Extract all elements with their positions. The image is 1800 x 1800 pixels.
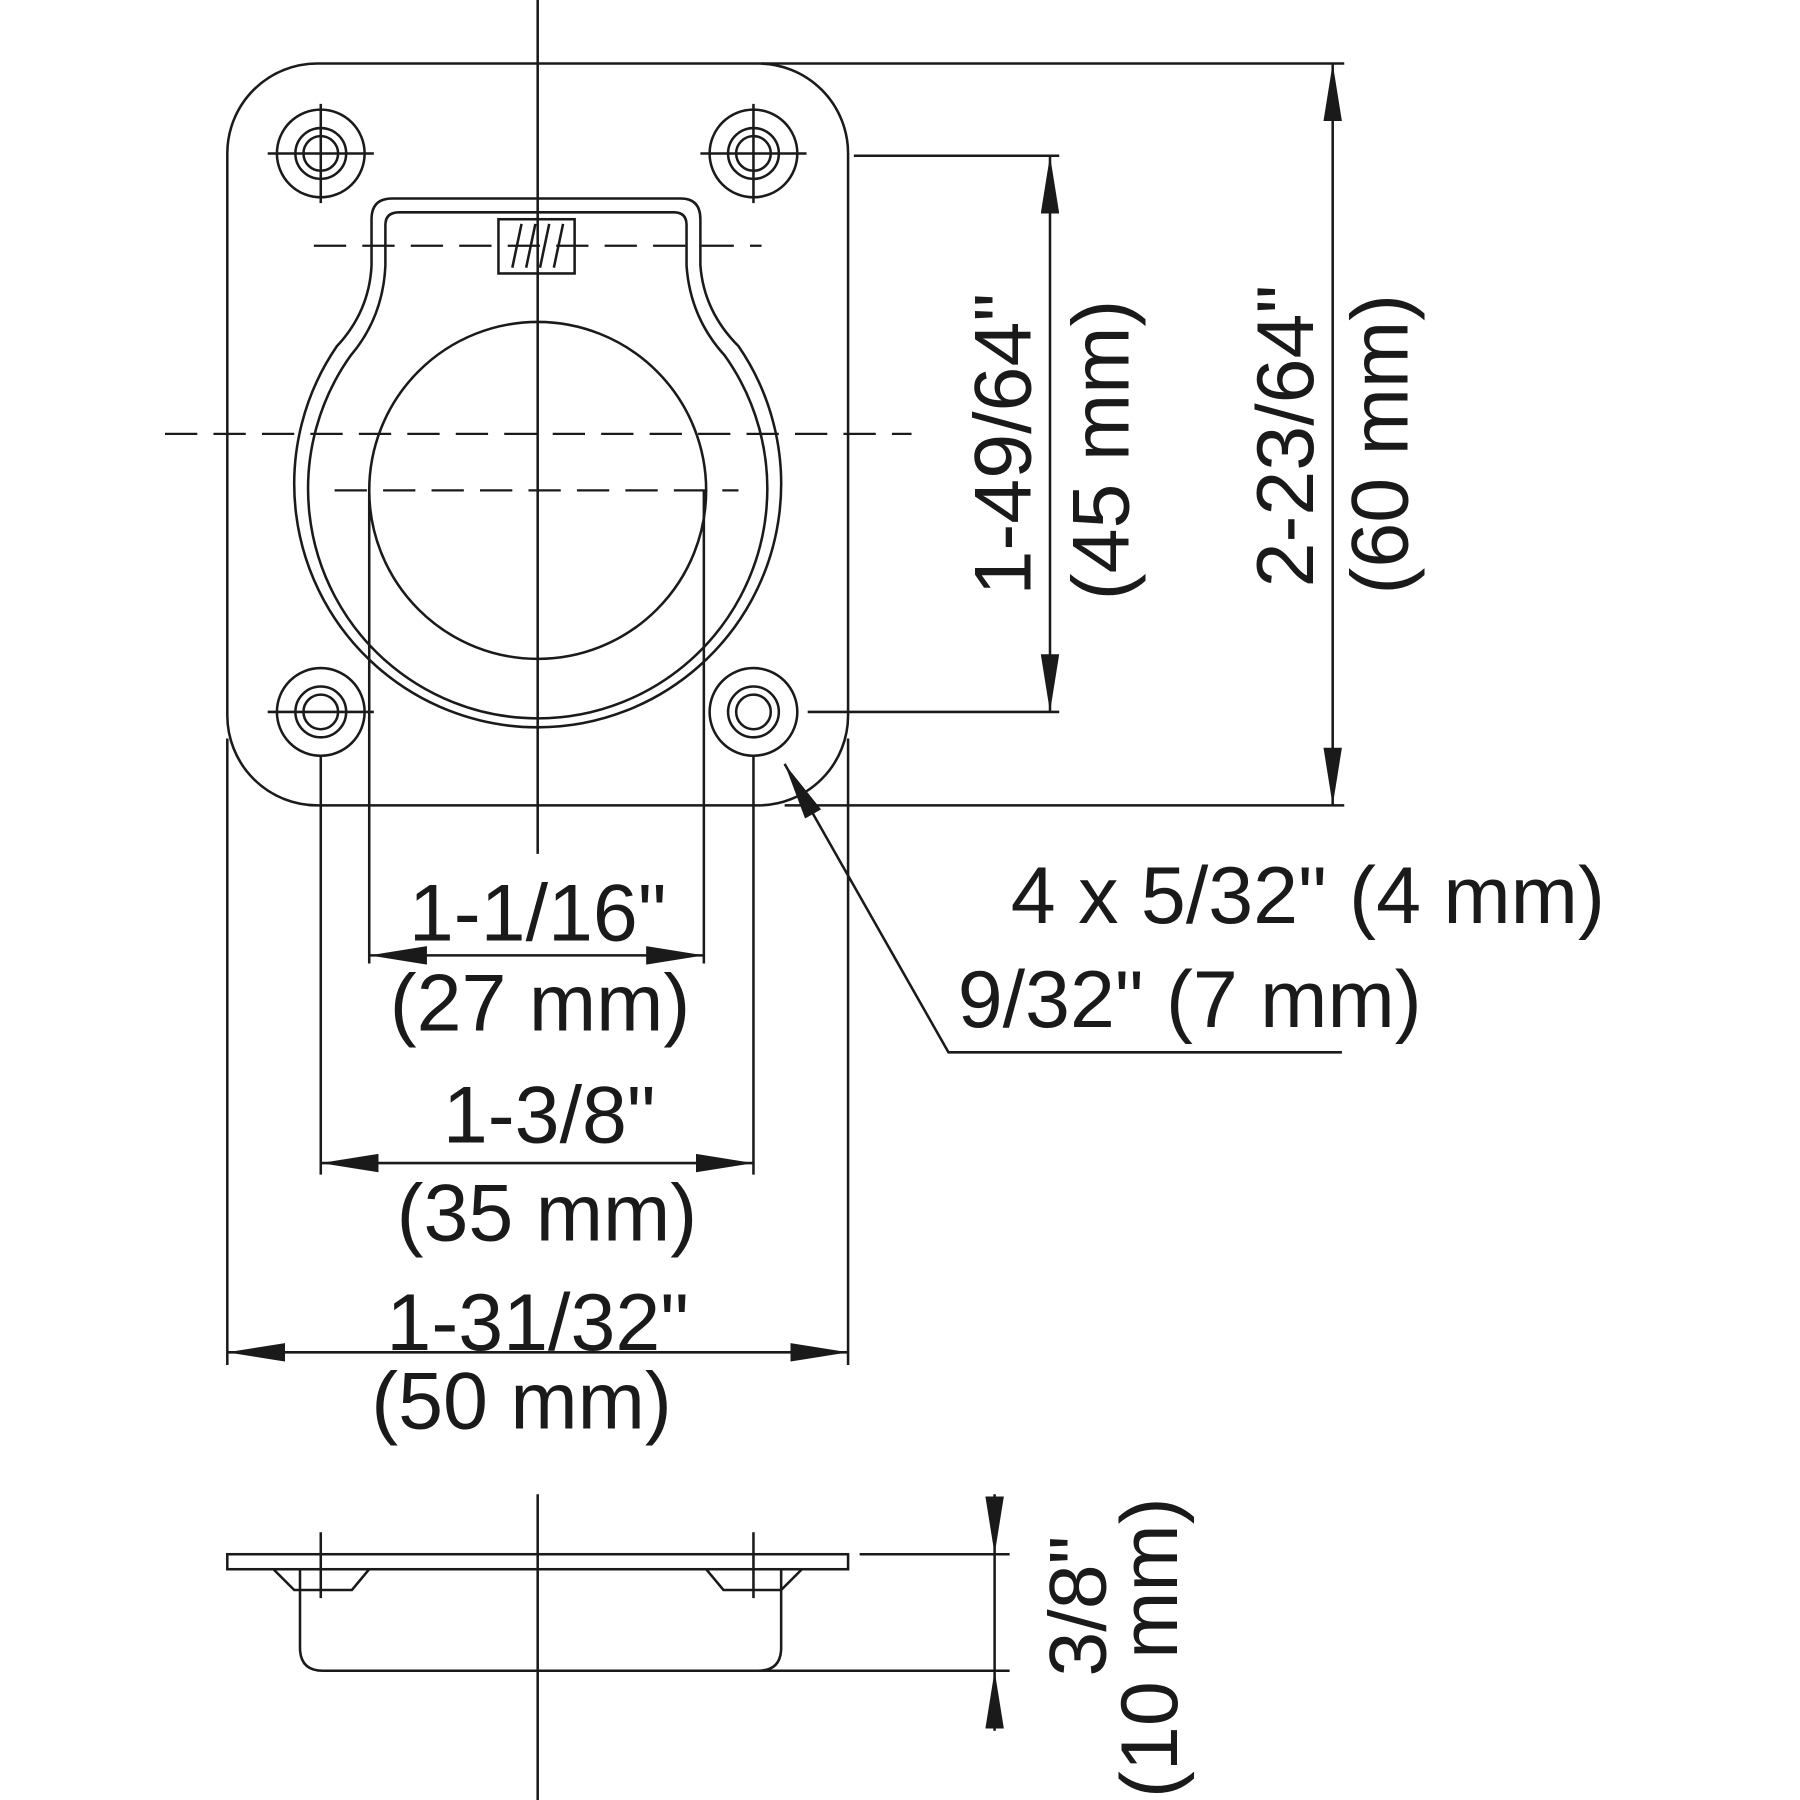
dim-overall-height-mm: (60 mm) xyxy=(1336,294,1426,595)
hole xyxy=(700,103,807,204)
dim-overall-height-inch: 2-23/64" xyxy=(1241,285,1331,588)
dim-ring-opening-mm: (27 mm) xyxy=(390,958,691,1048)
hole xyxy=(708,666,799,758)
dim-depth-mm: (10 mm) xyxy=(1105,1497,1195,1798)
dim-hole-spacing-horizontal-inch: 1-3/8" xyxy=(443,1070,656,1160)
hole-callout-line1: 4 x 5/32" (4 mm) xyxy=(1011,851,1605,941)
bottom-dimensions: 1-1/16" (27 mm) 1-3/8" (35 mm) 1-31/32" … xyxy=(226,490,850,1446)
side-view: 3/8" (10 mm) xyxy=(226,1494,1195,1800)
hole-callout-line2: 9/32" (7 mm) xyxy=(958,955,1422,1045)
dim-depth-inch: 3/8" xyxy=(1033,1536,1123,1677)
dim-hole-spacing-vertical-inch: 1-49/64" xyxy=(958,293,1048,596)
dim-overall-width-inch: 1-31/32" xyxy=(386,1278,689,1368)
hole xyxy=(267,103,374,758)
dim-hole-spacing-vertical-mm: (45 mm) xyxy=(1056,300,1146,601)
top-view xyxy=(164,0,912,854)
side-body xyxy=(298,1569,783,1673)
dim-ring-opening-inch: 1-1/16" xyxy=(409,868,667,958)
ring-inner xyxy=(306,211,769,720)
dim-overall-width-mm: (50 mm) xyxy=(371,1356,672,1446)
hole-callout: 4 x 5/32" (4 mm) 9/32" (7 mm) xyxy=(783,763,1605,1054)
dim-hole-spacing-horizontal-mm: (35 mm) xyxy=(397,1168,698,1258)
ring-outer xyxy=(293,197,783,729)
right-dimensions: 1-49/64" (45 mm) 2-23/64" (60 mm) xyxy=(761,62,1426,807)
